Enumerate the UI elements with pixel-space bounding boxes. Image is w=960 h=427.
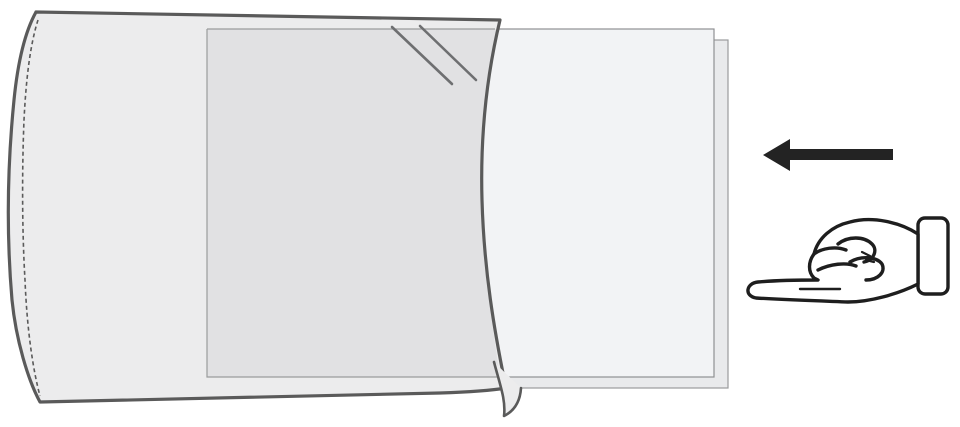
left-arrow-icon	[763, 139, 893, 171]
pointing-hand-icon	[748, 218, 948, 302]
sleeve-overlap-region	[207, 29, 500, 377]
